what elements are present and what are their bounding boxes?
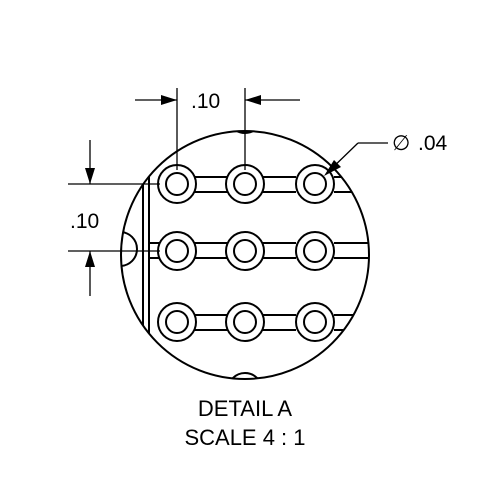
- hole-ring: [295, 302, 335, 342]
- hole-ring: [225, 164, 265, 204]
- hole: [233, 310, 257, 334]
- hole-ring: [295, 231, 335, 271]
- hole: [303, 172, 327, 196]
- hole: [165, 310, 189, 334]
- hole: [303, 239, 327, 263]
- hole: [233, 239, 257, 263]
- partial-hole-left: [121, 231, 138, 267]
- arrowheads: [85, 95, 341, 267]
- partial-hole-bottom: [227, 372, 263, 379]
- hole-ring: [157, 231, 197, 271]
- hole-ring: [225, 302, 265, 342]
- detail-title: DETAIL A: [198, 396, 292, 421]
- hole: [303, 310, 327, 334]
- horizontal-spacing-label: .10: [191, 90, 220, 113]
- arrowhead: [324, 160, 341, 176]
- diameter-symbol: ∅: [392, 132, 410, 155]
- partial-bridge-top: [261, 131, 301, 137]
- hole-diameter-label: .04: [418, 132, 448, 155]
- hole-ring: [225, 231, 265, 271]
- hole: [233, 172, 257, 196]
- arrowhead: [161, 95, 177, 105]
- hole: [165, 239, 189, 263]
- arrowhead: [85, 251, 95, 267]
- detail-geometry: [121, 131, 369, 379]
- arrowhead: [85, 168, 95, 184]
- hole: [165, 172, 189, 196]
- hole-ring: [157, 164, 197, 204]
- vertical-spacing-label: .10: [70, 210, 99, 233]
- hole-grid: [157, 164, 335, 342]
- arrowhead: [245, 95, 261, 105]
- hole-ring: [295, 164, 335, 204]
- detail-scale: SCALE 4 : 1: [184, 425, 305, 450]
- hole-ring: [157, 302, 197, 342]
